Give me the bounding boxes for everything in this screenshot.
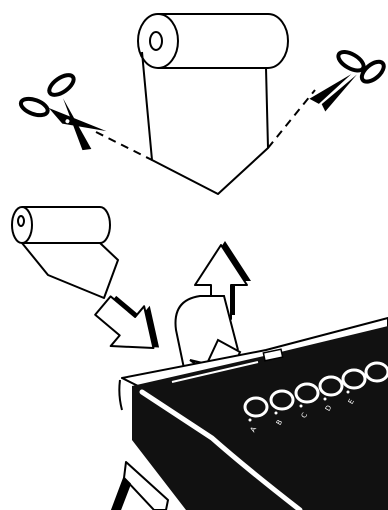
paper-roll-top <box>137 13 289 195</box>
printer-button-e: E <box>341 368 367 406</box>
arrow-up-icon <box>194 241 251 320</box>
button-label-b: B <box>275 418 284 426</box>
printer-button-a: A <box>243 396 269 434</box>
printer-device-icon <box>118 317 388 510</box>
printer-buttons: A B C D E <box>243 361 388 434</box>
printer-stand <box>111 461 169 510</box>
button-label-c: C <box>300 411 309 419</box>
button-label-e: E <box>347 398 356 406</box>
button-label-a: A <box>249 425 258 433</box>
printer-button-b: B <box>269 389 295 427</box>
printer-button-f <box>364 361 388 383</box>
button-label-d: D <box>324 404 334 413</box>
printer-button-d: D <box>318 375 344 413</box>
scissors-icon <box>18 73 107 151</box>
paper-roll-small <box>11 206 119 299</box>
cut-guide-lines <box>95 89 316 161</box>
arrow-down-icon <box>94 295 160 349</box>
scissors-icon <box>309 50 386 112</box>
printer-button-c: C <box>294 382 320 420</box>
